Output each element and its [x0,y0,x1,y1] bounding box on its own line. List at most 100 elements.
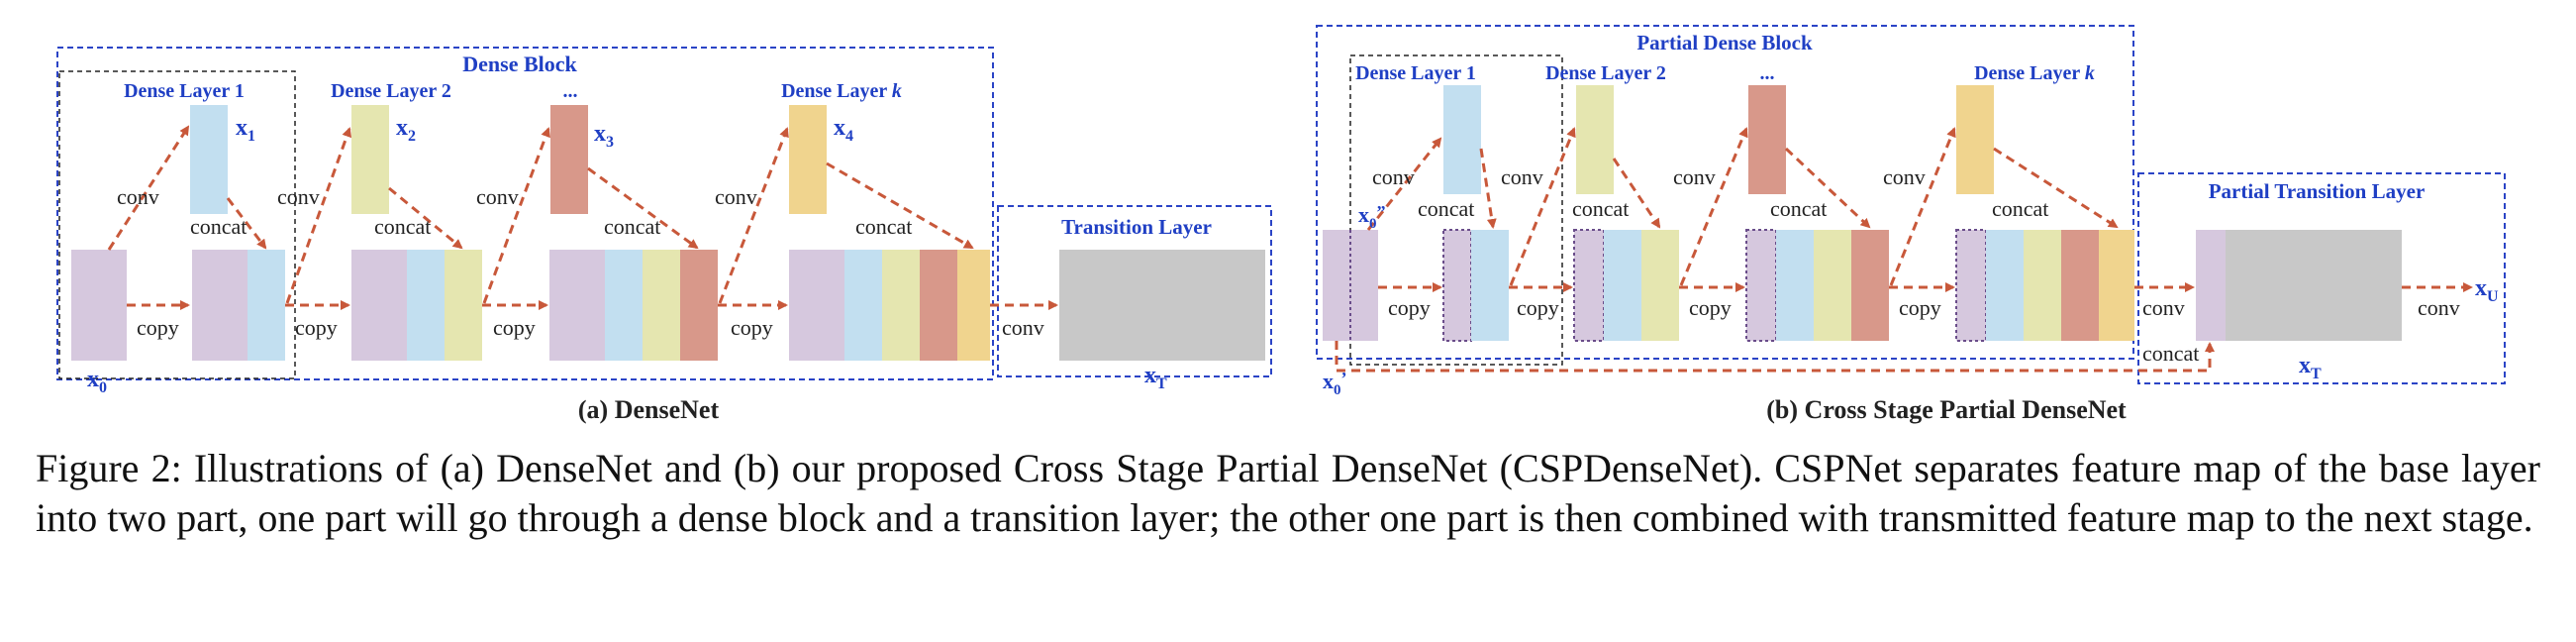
concat3-yellow [643,250,680,361]
conv-label-2: conv [277,184,320,209]
csp-transition-purple [2196,230,2226,341]
csp-copy-label-4: copy [1899,295,1941,320]
concat2-purple [351,250,407,361]
csp-conv-label-transition: conv [2142,295,2185,320]
xt-label: xT [1144,363,1167,392]
concat2-blue [407,250,445,361]
cspdensenet-diagram: Partial Dense Block Dense Layer 1 Dense … [1316,25,2506,424]
transition-output-block [1059,250,1265,361]
concat-label-1: concat [190,214,247,239]
concat4-orange [957,250,990,361]
x4-label: x4 [834,115,853,145]
csp-layer1-output [1443,85,1481,194]
x0-prime-label: x0’ [1323,369,1347,398]
partial-dense-block-title: Partial Dense Block [1636,31,1813,54]
csp-arrow-conv-2 [1509,127,1576,286]
csp-concat2-yellow [1641,230,1679,341]
concat-label-2: concat [374,214,431,239]
csp-dense-layerk-title: Dense Layer k [1974,62,2095,84]
x0-feature-map [71,250,127,361]
cspdensenet-subcaption: (b) Cross Stage Partial DenseNet [1766,395,2127,424]
concat2-yellow [445,250,482,361]
x4-output-block [789,105,827,214]
csp-concat1-purple [1442,229,1472,342]
dense-layer1-frame [58,70,296,379]
x0-double-prime-label: x0” [1358,202,1386,232]
dense-layer1-title: Dense Layer 1 [124,80,245,102]
csp-concat2-blue [1604,230,1641,341]
csp-xt-label: xT [2299,353,2322,382]
conv-label-4: conv [715,184,757,209]
arrow-conv-3 [482,127,550,304]
dense-layer2-title: Dense Layer 2 [331,80,451,102]
csp-concat4-orange [2099,230,2134,341]
csp-copy-label-2: copy [1517,295,1559,320]
csp-concat4-red [2061,230,2099,341]
csp-conv-label-3: conv [1673,164,1716,189]
arrow-conv-2 [285,127,352,304]
csp-conv-label-2: conv [1501,164,1543,189]
xu-label: xU [2475,275,2499,305]
csp-concat4-blue [1986,230,2024,341]
x2-output-block [351,105,389,214]
csp-arrow-conv-1 [1366,137,1442,231]
csp-cross-stage-path [1335,341,2215,373]
arrow-concat-4 [826,161,974,250]
copy-label-4: copy [731,315,773,340]
x1-label: x1 [236,115,255,145]
csp-concat3-red [1851,230,1889,341]
csp-concat1-blue [1471,230,1509,341]
copy-label-2: copy [295,315,338,340]
arrow-conv-4 [718,127,789,304]
conv-label-3: conv [476,184,519,209]
x2-label: x2 [396,115,416,145]
csp-concat-label-1: concat [1418,196,1474,221]
partial-dense-block-frame [1316,25,2134,360]
arrow-concat-2 [388,186,463,250]
concat-label-3: concat [604,214,660,239]
csp-concat-label-cross: concat [2142,341,2199,366]
csp-concat2-purple [1573,229,1605,342]
dense-layer-dots: ... [563,80,578,102]
concat4-purple [789,250,844,361]
arrow-concat-1 [226,197,267,250]
concat4-red [920,250,957,361]
csp-copy-label-1: copy [1388,295,1431,320]
csp-copy-label-3: copy [1689,295,1732,320]
figure-caption: Figure 2: Illustrations of (a) DenseNet … [36,446,2540,540]
copy-label-1: copy [137,315,179,340]
csp-dense-layer-dots: ... [1760,62,1775,84]
csp-concat-label-4: concat [1992,196,2048,221]
csp-concat4-yellow [2024,230,2061,341]
x3-label: x3 [594,121,614,151]
csp-conv-label-output: conv [2418,295,2460,320]
concat1-purple [192,250,248,361]
csp-concat4-purple [1955,229,1987,342]
transition-layer-title: Transition Layer [1061,215,1212,239]
transition-layer-frame [997,205,1272,377]
densenet-diagram: Dense Block Dense Layer 1 Dense Layer 2 … [56,47,1272,424]
csp-transition-gray [2226,230,2402,341]
csp-layer3-output [1748,85,1786,194]
csp-concat-label-2: concat [1572,196,1629,221]
arrow-concat-3 [587,166,699,250]
concat4-blue [844,250,882,361]
csp-arrow-concat-4 [1993,147,2119,229]
csp-arrow-concat-1 [1479,148,1497,229]
dense-layerk-title: Dense Layer k [781,80,902,102]
csp-arrow-conv-4 [1889,127,1956,286]
csp-conv-label-4: conv [1883,164,1926,189]
dense-block-frame [56,47,994,380]
csp-concat3-yellow [1814,230,1851,341]
csp-arrow-concat-3 [1784,147,1871,229]
csp-conv-label-1: conv [1372,164,1415,189]
concat3-blue [605,250,643,361]
x1-output-block [190,105,228,214]
x3-output-block [550,105,588,214]
concat4-yellow [882,250,920,361]
diagram-canvas: Dense Block Dense Layer 1 Dense Layer 2 … [56,25,2506,424]
conv-label-transition: conv [1002,315,1044,340]
concat3-purple [549,250,605,361]
copy-label-3: copy [493,315,536,340]
